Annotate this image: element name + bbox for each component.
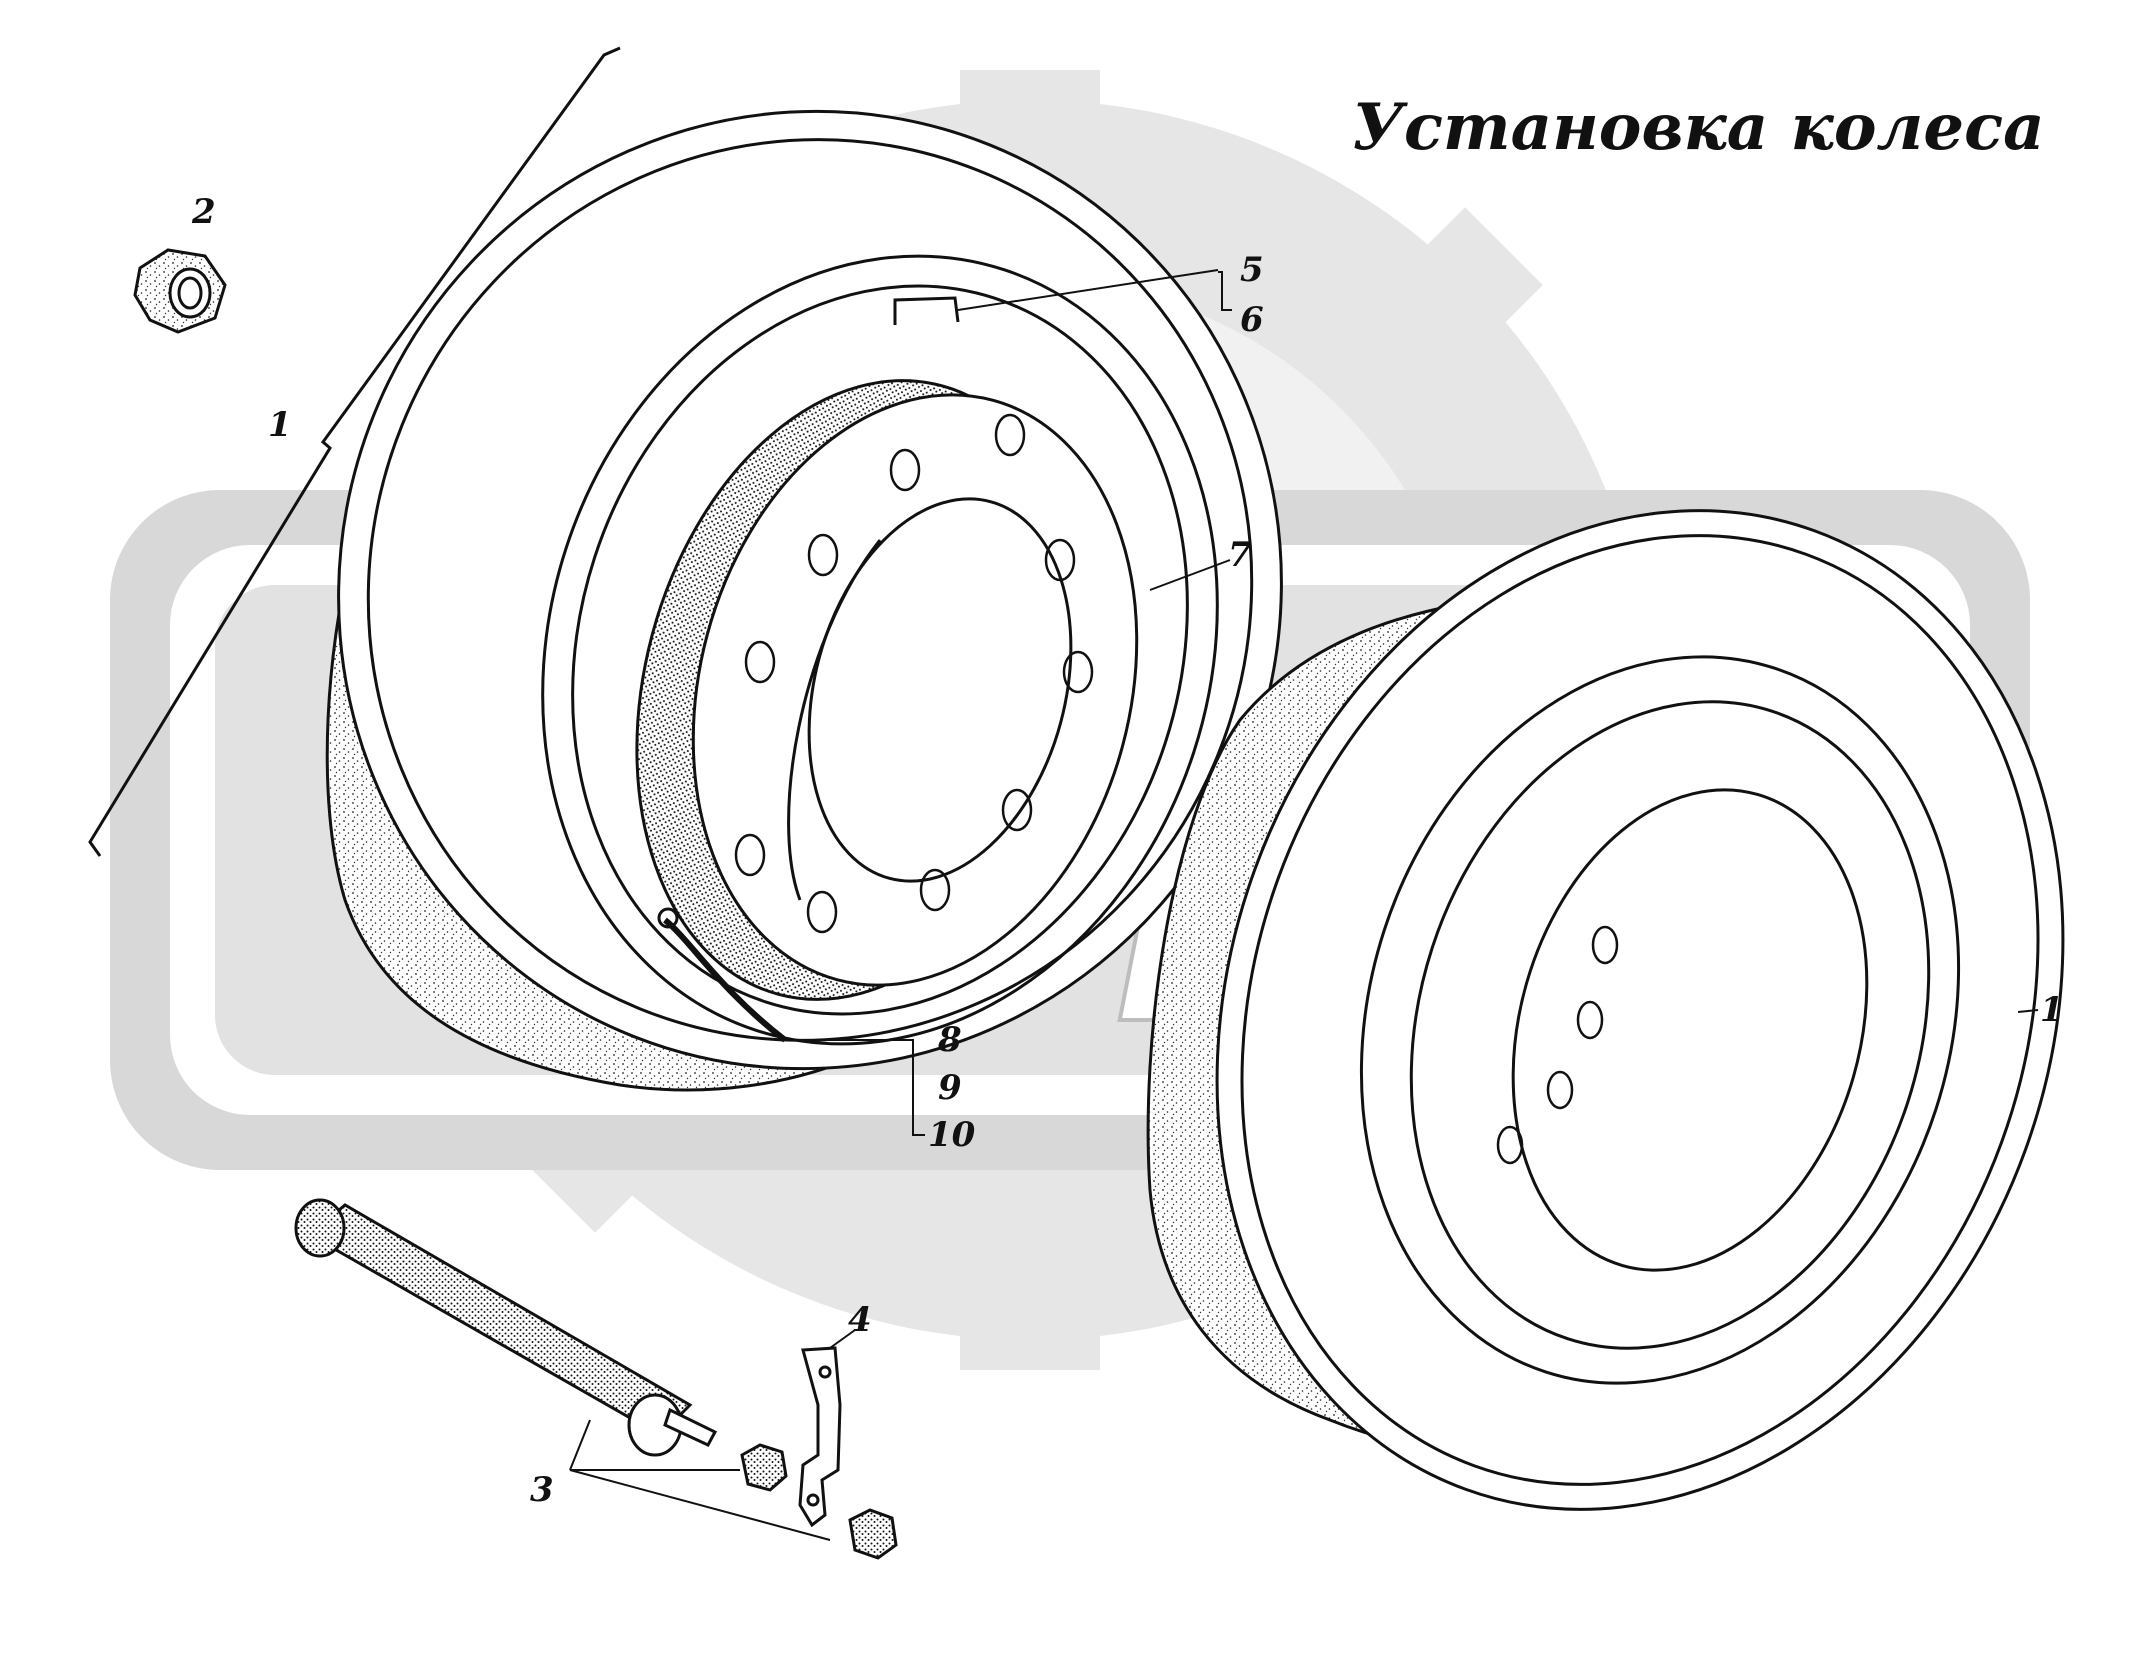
stud-hole (994, 413, 1026, 457)
callout-4: 4 (848, 1300, 872, 1340)
bore-right (1511, 788, 1869, 1272)
bracket-5-6 (1218, 271, 1232, 311)
callout-9: 9 (938, 1068, 962, 1108)
small-nut (740, 1443, 898, 1560)
rim-right-inner (1409, 700, 1931, 1350)
rim-flange (541, 254, 1219, 1046)
callout-2: 2 (192, 192, 216, 232)
stud-hole (744, 640, 776, 684)
clamp-bracket (798, 1329, 856, 1528)
stud-bolt (294, 1198, 831, 1541)
callout-3: 3 (530, 1470, 554, 1510)
callout-5: 5 (1240, 250, 1264, 290)
valve-cap (657, 907, 679, 929)
bore-edge (787, 539, 882, 901)
callout-1-left: 1 (268, 405, 292, 445)
callout-6: 6 (1240, 300, 1264, 340)
leader-1-right (2017, 1009, 2039, 1013)
assembly-bracket-line (88, 46, 621, 857)
stud-hole (1062, 650, 1094, 694)
stud-hole (806, 890, 838, 934)
diagram-title: Установка колеса (1352, 90, 2045, 165)
callout-10: 10 (928, 1115, 976, 1155)
stud-hole (1001, 788, 1033, 832)
bracket-8-10 (908, 1039, 925, 1136)
wheel-disc (691, 393, 1139, 987)
stud-hole (919, 868, 951, 912)
stud-holes-right (1496, 925, 1619, 1165)
leader-7 (1149, 559, 1231, 591)
lock-ring-tab (893, 296, 960, 325)
left-wheel-assembly (88, 46, 1283, 1136)
stud-hole (807, 533, 839, 577)
callout-1-right: 1 (2040, 990, 2064, 1030)
leader-5-6 (957, 269, 1219, 311)
valve-stem (663, 917, 787, 1043)
callout-8: 8 (938, 1020, 962, 1060)
stud-hole (1044, 538, 1076, 582)
stud-hole (889, 448, 921, 492)
rim-right (1359, 655, 1961, 1385)
nut-2 (133, 248, 227, 334)
rim-flange-inner (571, 284, 1189, 1016)
stud-holes (734, 413, 1094, 934)
callout-7: 7 (1228, 535, 1252, 575)
stud-hole (734, 833, 766, 877)
tire-sidewall-right-line (1240, 534, 2040, 1486)
right-wheel-assembly (1146, 509, 2065, 1511)
leader-4 (829, 1329, 856, 1349)
